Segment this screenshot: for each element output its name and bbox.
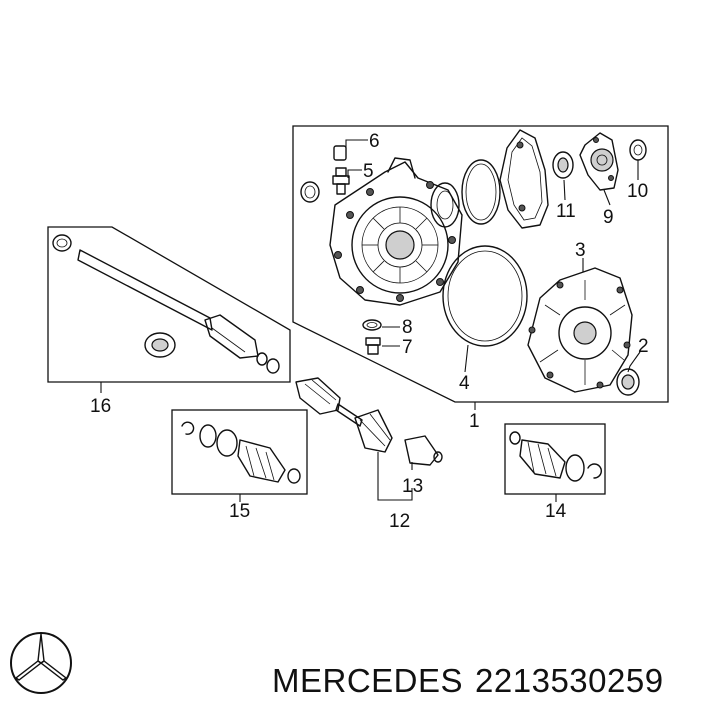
mercedes-star-icon (10, 632, 72, 694)
callout-10: 10 (627, 181, 648, 202)
intermediate-shaft-box (47, 226, 291, 383)
drive-axle-shaft (295, 377, 443, 466)
callout-8: 8 (402, 317, 413, 338)
drain-plug (365, 337, 381, 355)
cover-seal-2 (616, 368, 640, 396)
callout-7: 7 (402, 337, 413, 358)
output-flange (579, 132, 619, 191)
o-ring-large (461, 159, 501, 225)
outer-cv-boot-kit (509, 431, 602, 482)
callout-5: 5 (363, 161, 374, 182)
part-number: 2213530259 (475, 662, 664, 699)
callout-15: 15 (229, 501, 250, 522)
breather-valve (332, 167, 350, 195)
callout-3: 3 (575, 240, 586, 261)
cover-gasket (499, 129, 549, 229)
callout-16: 16 (90, 396, 111, 417)
callout-13: 13 (402, 476, 423, 497)
intermediate-shaft (52, 234, 280, 374)
callout-2: 2 (638, 336, 649, 357)
inner-cv-boot-kit (181, 421, 301, 484)
callout-1: 1 (469, 411, 480, 432)
leader-lines (100, 139, 641, 502)
callout-6: 6 (369, 131, 380, 152)
differential-assembly-box (292, 125, 669, 403)
callout-numbers: 1 2 3 4 5 6 7 8 9 10 11 12 13 14 15 16 (90, 131, 649, 532)
part-caption: MERCEDES 2213530259 (272, 662, 676, 700)
differential-rear-cover (527, 267, 633, 393)
housing-seal (300, 181, 320, 203)
flange-seal-10 (629, 139, 647, 161)
callout-14: 14 (545, 501, 567, 522)
vent-cap (333, 145, 347, 161)
outer-boot-kit-box (504, 423, 606, 495)
differential-housing (329, 157, 463, 306)
inner-boot-kit-box (171, 409, 308, 495)
cover-o-ring (442, 245, 528, 347)
callout-4: 4 (459, 373, 470, 394)
drain-plug-washer (362, 319, 382, 331)
shaft-seal-11 (552, 151, 574, 179)
brand-name: MERCEDES (272, 662, 464, 699)
callout-12: 12 (389, 511, 410, 532)
callout-11: 11 (556, 201, 576, 222)
callout-9: 9 (603, 207, 614, 228)
